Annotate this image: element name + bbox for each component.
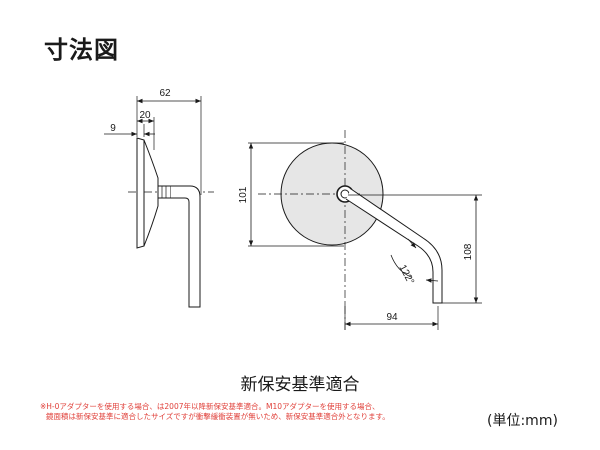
side-view <box>128 96 214 308</box>
mirror-housing-side <box>143 139 159 247</box>
compliance-note: ※H-0アダプターを使用する場合、は2007年以降新保安基準適合。M10アダプタ… <box>40 402 490 422</box>
note-line-1: ※H-0アダプターを使用する場合、は2007年以降新保安基準適合。M10アダプタ… <box>40 402 380 411</box>
front-view <box>248 130 482 330</box>
front-dimensions <box>248 143 479 327</box>
dimension-diagram: 62 20 9 <box>104 88 482 330</box>
dim-9-label: 9 <box>110 123 116 134</box>
mirror-stem <box>157 185 172 199</box>
note-line-2: 鏡面積は新保安基準に適合したサイズですが衝撃緩衝装置が無いため、新保安基準適合外… <box>46 412 390 421</box>
mirror-glass-side <box>136 137 145 249</box>
standard-compliance-label: 新保安基準適合 <box>240 375 360 395</box>
dim-94-label: 94 <box>386 312 398 323</box>
page-title: 寸法図 <box>44 36 119 64</box>
mirror-arm-front <box>345 188 443 304</box>
unit-label: (単位:mm) <box>487 413 558 429</box>
dim-62-label: 62 <box>159 88 171 99</box>
dim-108-label: 108 <box>463 243 474 260</box>
side-dimensions <box>104 98 201 137</box>
dim-angle-label: 122° <box>396 263 415 286</box>
mirror-arm-side <box>171 185 201 308</box>
dim-20-label: 20 <box>139 110 151 121</box>
dim-101-label: 101 <box>238 186 249 203</box>
